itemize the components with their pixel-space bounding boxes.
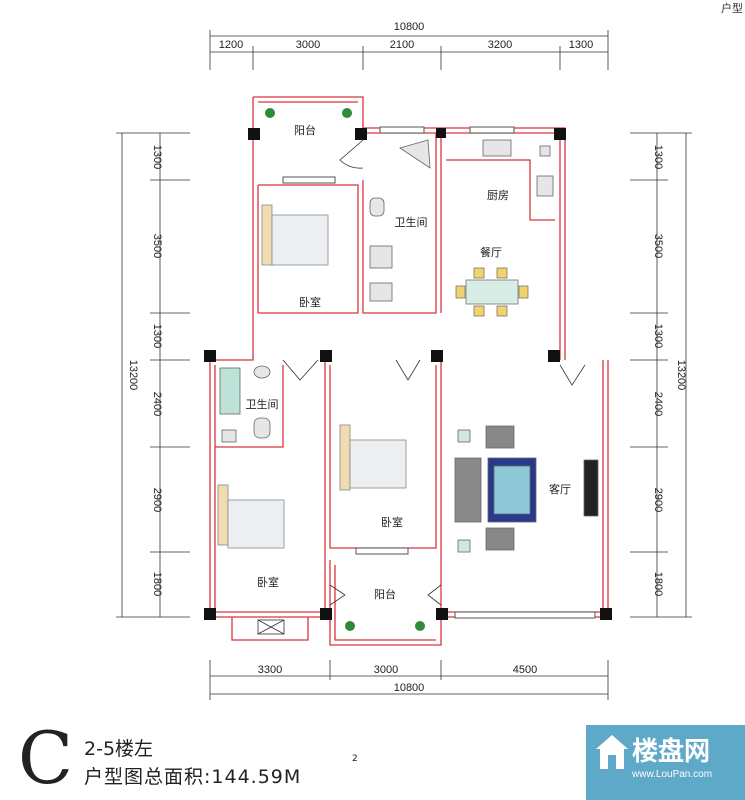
watermark-name: 楼盘网 [632, 737, 711, 767]
floors-caption: 2-5楼左 [84, 738, 154, 760]
doors [282, 139, 586, 606]
area-unit-superscript: 2 [352, 754, 358, 764]
bottom-dim-1: 3300 [258, 664, 282, 676]
bathroom-fixtures-left [219, 365, 271, 443]
bedroom-center-label: 卧室 [381, 515, 403, 529]
left-dim-2: 3500 [151, 234, 163, 258]
balcony-top-label: 阳台 [294, 123, 316, 137]
bottom-dim-3: 4500 [513, 664, 537, 676]
watermark: 楼盘网 www.LouPan.com [586, 725, 745, 800]
bottom-total-dim: 10800 [394, 682, 425, 694]
bedroom-left-label: 卧室 [257, 575, 279, 589]
left-dimensions [116, 132, 190, 618]
right-dim-2: 3500 [652, 234, 664, 258]
balcony-bottom-label: 阳台 [374, 587, 396, 601]
bathroom-fixtures-top [369, 139, 431, 302]
beds [217, 204, 407, 549]
kitchen-fixtures [482, 139, 554, 197]
left-dim-4: 2400 [151, 392, 163, 416]
bathroom-left-label: 卫生间 [246, 397, 279, 411]
house-logo-icon [596, 735, 628, 769]
walls [209, 96, 609, 646]
right-dim-5: 2900 [652, 488, 664, 512]
left-total-dim: 13200 [127, 360, 139, 391]
plant-icons [265, 108, 425, 631]
bottom-dimensions [209, 660, 609, 700]
living-room-label: 客厅 [549, 482, 571, 496]
right-dim-3: 1300 [652, 324, 664, 348]
top-dim-5: 1300 [569, 39, 593, 51]
top-dim-1: 1200 [219, 39, 243, 51]
right-dim-4: 2400 [652, 392, 664, 416]
left-dim-1: 1300 [151, 145, 163, 169]
area-caption: 户型图总面积:144.59M [84, 766, 302, 788]
right-total-dim: 13200 [675, 360, 687, 391]
right-dim-6: 1800 [652, 572, 664, 596]
bottom-dim-2: 3000 [374, 664, 398, 676]
dining-table [455, 267, 529, 317]
columns [204, 128, 612, 620]
top-dim-3: 2100 [390, 39, 414, 51]
watermark-url: www.LouPan.com [632, 769, 713, 780]
right-dimensions [630, 132, 692, 618]
left-dim-3: 1300 [151, 324, 163, 348]
floor-plan: 10800 1200 3000 2100 3200 1300 3300 3000… [116, 21, 692, 700]
top-total-dim: 10800 [394, 21, 425, 33]
left-dim-5: 2900 [151, 488, 163, 512]
top-dimensions [209, 30, 609, 70]
top-dim-2: 3000 [296, 39, 320, 51]
plan-type-letter: C [18, 716, 74, 800]
left-dim-6: 1800 [151, 572, 163, 596]
bathroom-top-label: 卫生间 [395, 215, 428, 229]
top-dim-4: 3200 [488, 39, 512, 51]
bay-window-box [257, 619, 285, 635]
corner-label: 户型 [721, 2, 743, 15]
dining-label: 餐厅 [480, 245, 502, 259]
living-furniture [454, 425, 599, 553]
windows [282, 126, 596, 619]
right-dim-1: 1300 [652, 145, 664, 169]
kitchen-label: 厨房 [487, 189, 509, 202]
bedroom-top-label: 卧室 [299, 295, 321, 309]
